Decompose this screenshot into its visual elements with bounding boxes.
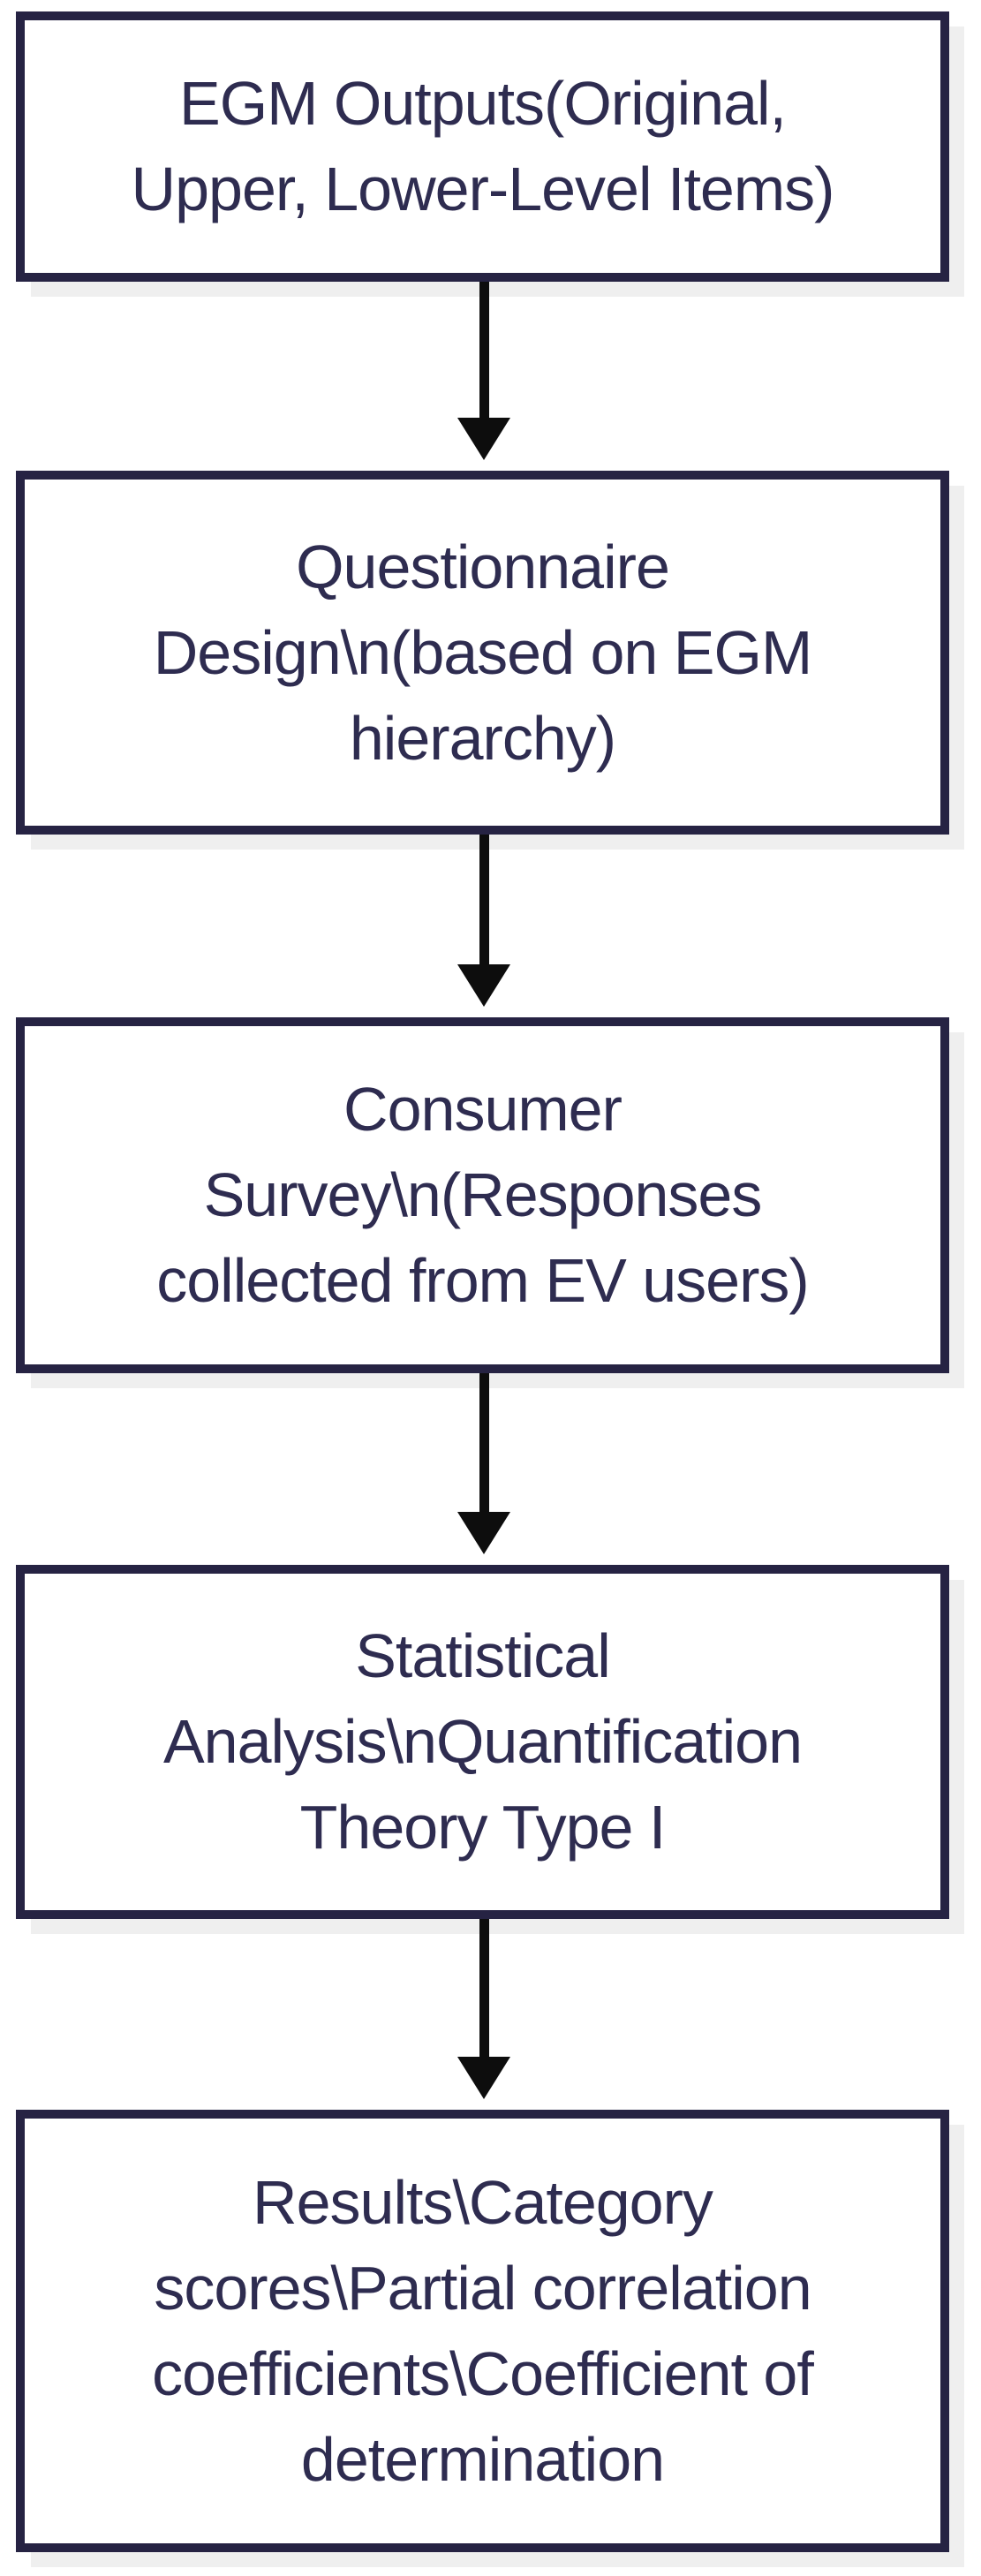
arrow-shaft [479, 282, 489, 418]
flow-node-statistical-analysis: Statistical Analysis\nQuantification The… [16, 1565, 949, 1919]
flow-node-consumer-survey: Consumer Survey\n(Responses collected fr… [16, 1017, 949, 1373]
flow-arrow-2 [457, 835, 510, 1007]
flow-node-egm-outputs: EGM Outputs(Original, Upper, Lower-Level… [16, 11, 949, 282]
flow-arrow-3 [457, 1373, 510, 1554]
flow-node-results: Results\Category scores\Partial correlat… [16, 2110, 949, 2552]
arrow-shaft [479, 1373, 489, 1512]
arrow-down-icon [457, 1512, 510, 1554]
arrow-down-icon [457, 2057, 510, 2099]
arrow-shaft [479, 1919, 489, 2057]
arrow-shaft [479, 835, 489, 964]
flow-node-questionnaire-design: Questionnaire Design\n(based on EGM hier… [16, 471, 949, 835]
arrow-down-icon [457, 418, 510, 460]
flow-arrow-4 [457, 1919, 510, 2099]
arrow-down-icon [457, 964, 510, 1007]
flow-arrow-1 [457, 282, 510, 460]
